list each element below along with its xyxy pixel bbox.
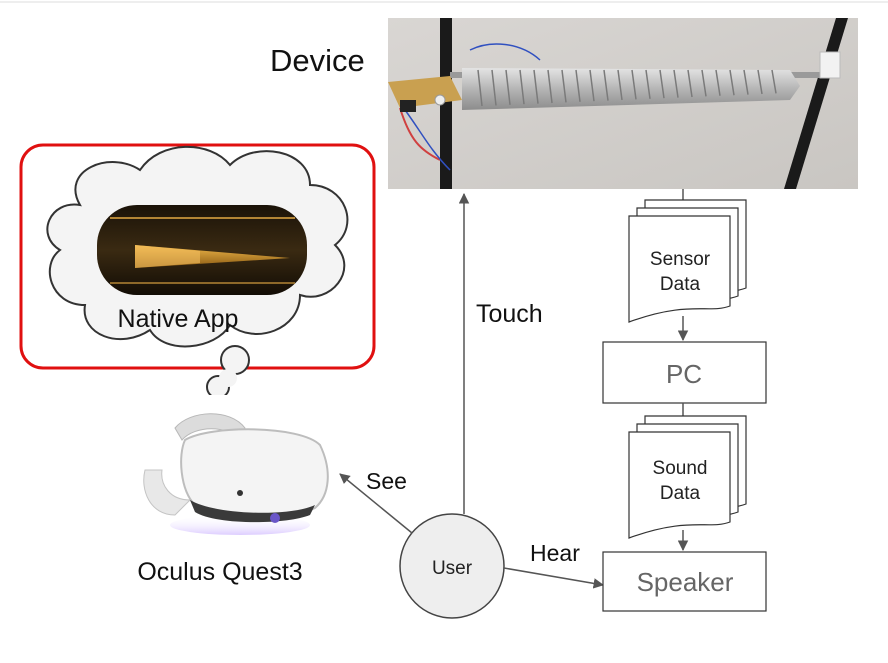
native-app-label: Native App [118,305,239,333]
device-rib [771,69,777,94]
device-rib [617,69,623,101]
native-app-screenshot [97,205,307,295]
device-rib [673,69,679,98]
native-app-highlight [19,143,376,370]
user-label: User [432,558,473,579]
device-rib [645,69,651,99]
device-rib [729,69,735,96]
sound-data-docs [628,415,747,539]
device-rib [701,69,707,97]
device-rib [589,69,595,102]
device-rib [477,69,483,107]
hear-arrow [503,567,605,589]
device-rib [631,69,637,100]
see-arrow [339,473,413,534]
oculus-headset-icon [120,395,335,545]
device-photo [388,18,858,189]
device-rib [533,69,539,104]
sound-data-line1: Sound [653,458,708,479]
device-rib [561,69,567,103]
sound-data-line2: Data [660,483,701,504]
sensor-data-docs [628,199,747,323]
device-rib [491,69,497,106]
speaker-box [602,551,767,612]
device-rib [505,69,511,105]
device-rib [603,69,609,101]
device-rib [687,69,693,98]
device-rib [659,69,665,99]
sensor-data-line1: Sensor [650,249,711,270]
device-rib [715,69,721,96]
device-rib [575,69,581,102]
oculus-label: Oculus Quest3 [137,558,302,586]
pc-label: PC [666,359,702,389]
device-rib [743,69,749,95]
speaker-label: Speaker [637,567,734,597]
hear-label: Hear [530,540,580,566]
sensor-data-line2: Data [660,274,701,295]
device-rib [757,69,763,95]
see-label: See [366,468,407,494]
device-label: Device [270,43,365,78]
device-rib [519,69,525,105]
touch-label: Touch [476,300,543,328]
user-node [399,513,505,619]
device-rib [547,69,553,104]
pc-box [602,341,767,404]
